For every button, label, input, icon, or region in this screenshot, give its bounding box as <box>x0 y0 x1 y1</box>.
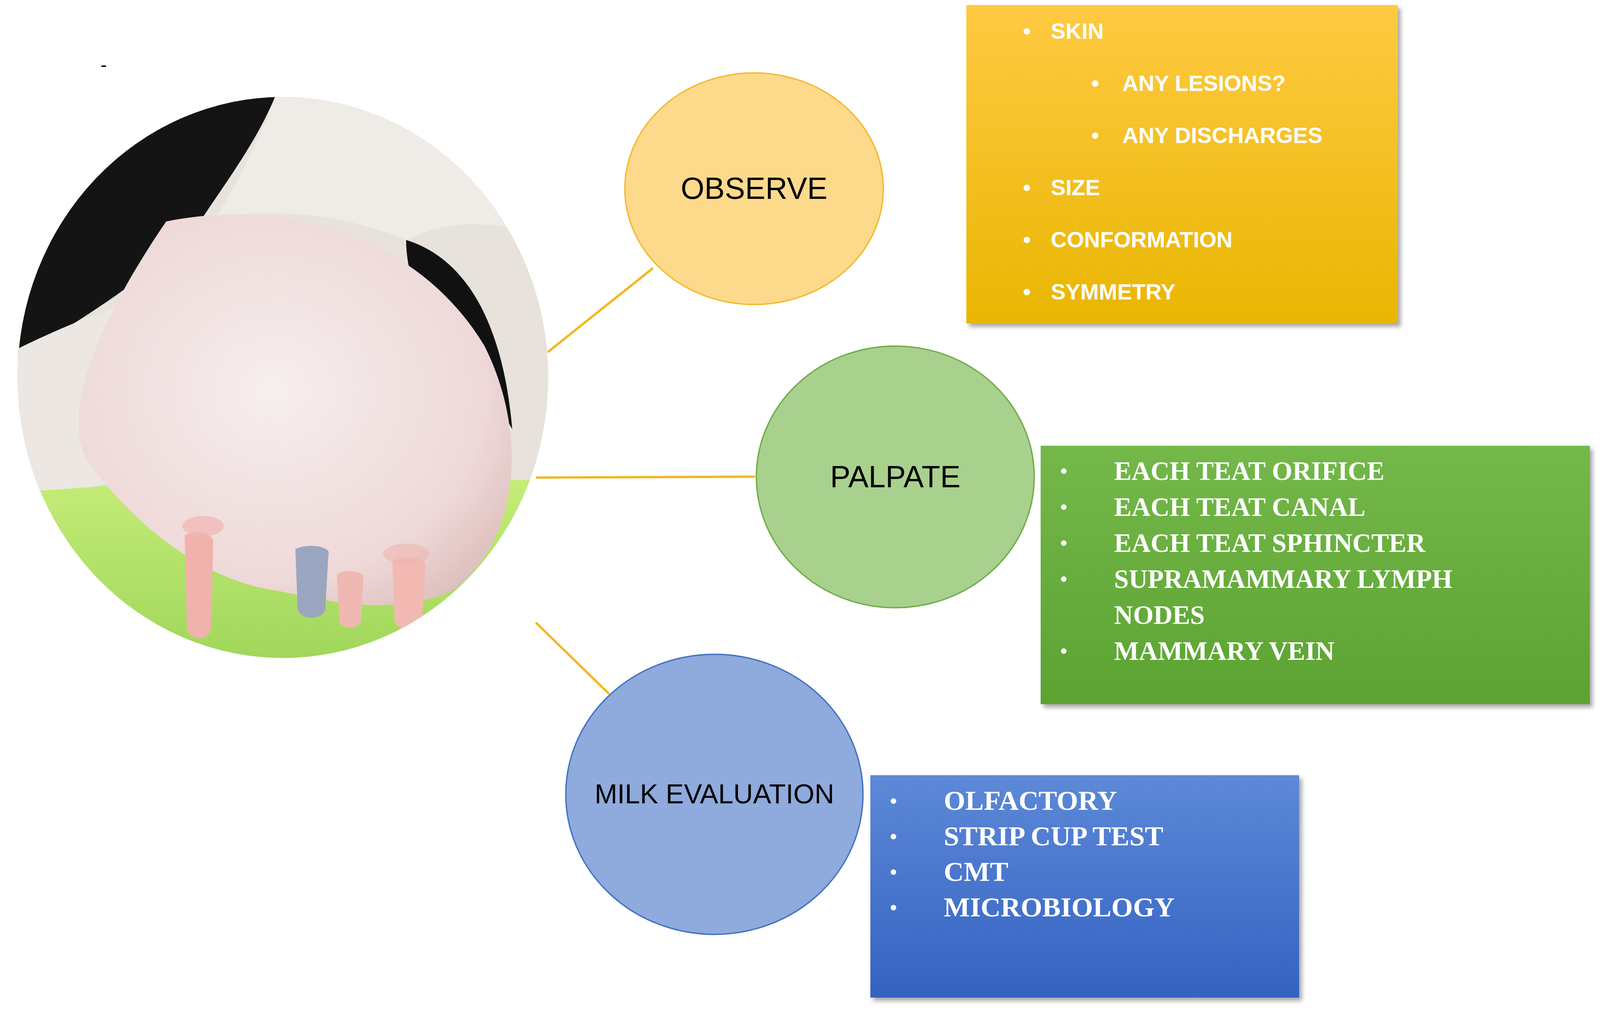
bullet-dot <box>890 798 897 804</box>
list-row: CONFORMATION <box>1050 213 1385 266</box>
list-row: EACH TEAT CANAL <box>1114 489 1521 526</box>
step-circle: OBSERVE <box>623 71 885 306</box>
step-title: PALPATE <box>830 459 961 496</box>
list-row: STRIP CUP TEST <box>943 818 1286 855</box>
list-item: CMT <box>943 854 1286 890</box>
list-row: SIZE <box>1050 161 1385 214</box>
list-item: EACH TEAT ORIFICE <box>1114 453 1521 490</box>
list-item: STRIP CUP TEST <box>943 818 1286 855</box>
list-item: EACH TEAT CANAL <box>1114 489 1521 526</box>
list-row: OLFACTORY <box>943 783 1286 819</box>
list-row: SKIN <box>1050 5 1385 58</box>
list-item: EACH TEAT SPHINCTER <box>1114 525 1521 562</box>
bullet-dot <box>1060 468 1067 474</box>
list-item: SIZE <box>1050 161 1385 214</box>
list-row: SYMMETRY <box>1050 265 1385 318</box>
detail-box: EACH TEAT ORIFICEEACH TEAT CANALEACH TEA… <box>1040 445 1590 705</box>
bullet-dot <box>1023 236 1031 244</box>
list-row: EACH TEAT SPHINCTER <box>1114 525 1521 562</box>
bullet-dot <box>1023 288 1031 296</box>
list-row: EACH TEAT ORIFICE <box>1114 453 1521 490</box>
list-item: CONFORMATION <box>1050 213 1385 266</box>
bullet-dot <box>1060 504 1067 510</box>
list-row: MICROBIOLOGY <box>943 889 1286 926</box>
list-item: SUPRAMAMMARY LYMPH NODES <box>1114 561 1521 634</box>
bullet-dot <box>1060 540 1067 546</box>
detail-box: OLFACTORYSTRIP CUP TESTCMTMICROBIOLOGY <box>870 775 1300 998</box>
bullet-dot <box>1091 80 1099 87</box>
detail-box: SKINANY LESIONS?ANY DISCHARGESSIZECONFOR… <box>966 5 1398 324</box>
step-circle: MILK EVALUATION <box>564 653 865 936</box>
step-title: MILK EVALUATION <box>594 778 834 811</box>
leader-line <box>535 476 756 478</box>
bullet-dot <box>1060 648 1067 654</box>
list-item: ANY DISCHARGES <box>1122 109 1385 162</box>
list-item: OLFACTORY <box>943 783 1286 819</box>
list-row: SUPRAMAMMARY LYMPH NODES <box>1114 561 1521 634</box>
list-item: ANY LESIONS? <box>1122 57 1385 110</box>
list-row: ANY DISCHARGES <box>1122 109 1385 162</box>
list-item: MAMMARY VEIN <box>1114 633 1521 670</box>
list-item: MICROBIOLOGY <box>943 889 1286 926</box>
bullet-dot <box>1060 576 1067 582</box>
list-item: SKIN <box>1050 5 1385 58</box>
step-title: OBSERVE <box>680 170 828 207</box>
leader-line <box>547 268 654 353</box>
leader-line <box>535 622 610 695</box>
bullet-dot <box>890 833 897 840</box>
bullet-dot <box>890 904 897 911</box>
list-row: CMT <box>943 854 1286 890</box>
bullet-dot <box>890 869 897 875</box>
bullet-dot <box>1023 184 1031 192</box>
list-item: SYMMETRY <box>1050 265 1385 318</box>
bullet-dot <box>1023 28 1031 35</box>
list-row: MAMMARY VEIN <box>1114 633 1521 670</box>
list-row: ANY LESIONS? <box>1122 57 1385 110</box>
udder-photo <box>13 92 554 665</box>
bullet-dot <box>1091 132 1099 139</box>
step-circle: PALPATE <box>755 344 1036 610</box>
stray-mark: - <box>100 54 107 76</box>
